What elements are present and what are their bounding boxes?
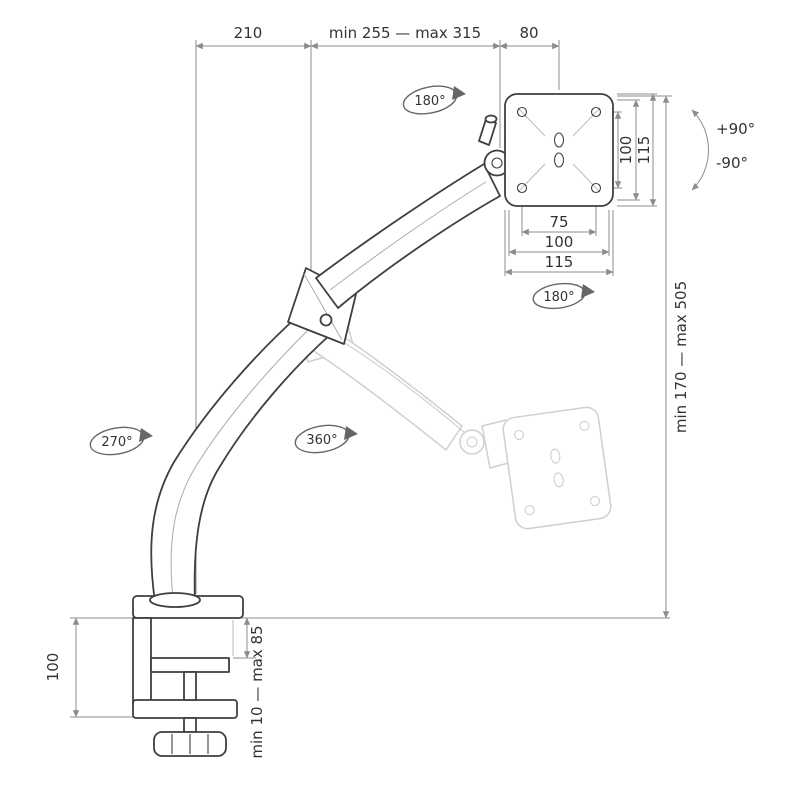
dim-clamp-100-label: 100 — [44, 653, 62, 682]
monitor-arm — [132, 93, 614, 757]
vesa-horizontal-100-label: 100 — [545, 233, 574, 251]
rotate-elbow-annotation: 360° — [294, 424, 358, 454]
clamp-screw-upper — [183, 671, 197, 701]
desk-thickness-dimension: min 10 — max 85 — [233, 617, 266, 759]
lower-arm-seam — [170, 329, 309, 599]
head-pin — [478, 118, 497, 146]
vesa-hole-bottom-right — [590, 182, 602, 194]
dim-80-label: 80 — [519, 24, 538, 42]
clamp-column — [132, 617, 152, 705]
tilt-arc-icon — [691, 109, 709, 191]
vesa-vertical-100-label: 100 — [617, 136, 635, 165]
ghost-forearm — [305, 319, 463, 451]
ghost-arm-position — [295, 311, 612, 530]
rotate-vesa-label: 180° — [543, 290, 574, 305]
upper-arm-seam — [329, 181, 487, 291]
vesa-hole-top-right — [590, 106, 602, 118]
rotation-annotations: 180° 180° 270° 360° +90° -90° — [89, 85, 755, 456]
clamp-screw-stem — [183, 717, 197, 733]
dim-depth-range-label: min 255 — max 315 — [329, 24, 481, 42]
upper-arm-link — [315, 163, 501, 309]
height-dimension: min 170 — max 505 — [617, 95, 690, 619]
vesa-bottom-dimensions: 75 100 115 — [504, 196, 614, 276]
rotate-base-arrow-icon — [139, 428, 153, 442]
dim-desk-thickness-label: min 10 — max 85 — [248, 625, 266, 758]
vesa-hole-bottom-left — [516, 182, 528, 194]
vesa-hole-top-left — [516, 106, 528, 118]
tilt-down-label: -90° — [716, 154, 748, 172]
rotate-vesa-annotation: 180° — [532, 282, 595, 310]
tilt-up-label: +90° — [716, 120, 755, 138]
ghost-head-pivot-inner — [466, 436, 478, 448]
elbow-pivot — [319, 313, 333, 327]
rotate-vesa-arrow-icon — [581, 284, 595, 298]
rotate-base-label: 270° — [101, 435, 132, 450]
ghost-forearm-seam — [329, 333, 465, 433]
dim-210-label: 210 — [234, 24, 263, 42]
clamp-height-dimension: 100 — [44, 617, 147, 718]
dimension-layer: 210 min 255 — max 315 80 75 100 115 — [44, 24, 690, 759]
vesa-horizontal-75-label: 75 — [549, 213, 568, 231]
head-pivot-screw — [491, 157, 503, 169]
head-pin-cap — [484, 114, 498, 124]
rotate-head-label: 180° — [414, 94, 445, 109]
top-width-dimensions: 210 min 255 — max 315 80 — [195, 24, 560, 594]
rotate-head-annotation: 180° — [402, 85, 466, 115]
desk-clamp — [132, 595, 244, 757]
vesa-vertical-115-label: 115 — [635, 136, 653, 165]
vesa-center-slot-upper — [553, 132, 565, 148]
dim-height-range-label: min 170 — max 505 — [672, 281, 690, 433]
ghost-vesa-plate — [502, 406, 612, 530]
rotate-head-arrow-icon — [452, 86, 466, 100]
clamp-bottom-arm — [132, 699, 238, 719]
base-rotation-collar — [149, 592, 201, 608]
rotate-elbow-arrow-icon — [344, 426, 358, 440]
vesa-center-slot-lower — [553, 152, 565, 168]
lower-arm-link — [150, 315, 332, 603]
clamp-pad — [150, 657, 230, 673]
rotate-base-annotation: 270° — [89, 426, 153, 456]
ghost-head-pivot — [459, 429, 485, 455]
vesa-plate — [504, 93, 614, 207]
tilt-annotation: +90° -90° — [691, 109, 755, 191]
vesa-horizontal-115-label: 115 — [545, 253, 574, 271]
rotate-elbow-label: 360° — [306, 433, 337, 448]
